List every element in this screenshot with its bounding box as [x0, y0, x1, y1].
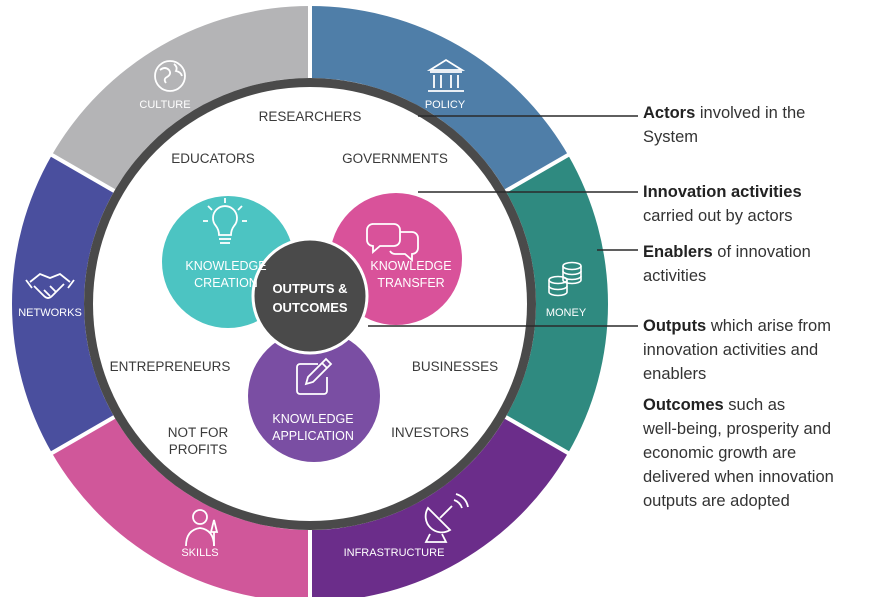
outputs-outcomes-circle: [251, 237, 369, 355]
enabler-label-money: MONEY: [546, 307, 587, 319]
actor-entrepreneurs: ENTREPRENEURS: [110, 359, 231, 374]
enabler-label-infrastructure: INFRASTRUCTURE: [344, 547, 445, 559]
speech-bubbles-icon: [366, 223, 419, 262]
legend-enablers: Enablers of innovation activities: [643, 240, 879, 288]
globe-icon: [154, 60, 186, 92]
lightbulb-icon: [203, 198, 247, 244]
ring-separator: [49, 152, 116, 193]
knowledge-application-label-line2: APPLICATION: [272, 429, 354, 443]
enabler-label-skills: SKILLS: [181, 547, 218, 559]
ring-separator: [49, 415, 116, 456]
legend-outcomes: Outcomes such as well-being, prosperity …: [643, 393, 879, 513]
legend-enablers-line2: activities: [643, 267, 707, 285]
legend-enablers-bold: Enablers: [643, 243, 713, 261]
legend-activities-bold: Innovation activities: [643, 183, 802, 201]
legend-outputs-line2: innovation activities and: [643, 341, 819, 359]
legend-outcomes-bold: Outcomes: [643, 396, 724, 414]
actor-researchers: RESEARCHERS: [259, 109, 362, 124]
actor-not-for-profits-line2: PROFITS: [169, 442, 228, 457]
government-building-icon: [426, 58, 466, 92]
legend-outputs: Outputs which arise from innovation acti…: [643, 314, 879, 386]
center-label-line1: OUTPUTS &: [272, 281, 347, 296]
ring-separator: [504, 415, 571, 456]
satellite-dish-icon: [424, 493, 469, 543]
knowledge-application-circle: [248, 330, 380, 462]
enabler-label-policy: POLICY: [425, 99, 466, 111]
legend-outputs-line1: which arise from: [706, 317, 831, 335]
legend-outcomes-line5: outputs are adopted: [643, 492, 790, 510]
legend-outputs-bold: Outputs: [643, 317, 707, 335]
enabler-label-networks: NETWORKS: [18, 307, 82, 319]
legend-outcomes-line3: economic growth are: [643, 444, 797, 462]
enabler-segment-money: [310, 6, 569, 191]
legend-outcomes-line2: well-being, prosperity and: [643, 420, 832, 438]
person-with-tie-icon: [185, 509, 219, 547]
knowledge-transfer-label-line1: KNOWLEDGE: [370, 259, 451, 273]
enabler-segment-skills: [310, 417, 569, 597]
legend-outputs-line3: enablers: [643, 365, 707, 383]
legend-actors-line2: System: [643, 128, 699, 146]
actor-businesses: BUSINESSES: [412, 359, 498, 374]
legend-outcomes-line4: delivered when innovation: [643, 468, 834, 486]
handshake-icon: [25, 272, 75, 299]
enabler-segment-networks: [51, 417, 310, 597]
legend-outcomes-line1: such as: [723, 396, 786, 414]
knowledge-transfer-label-line2: TRANSFER: [377, 276, 444, 290]
ring-separator: [504, 152, 571, 193]
enabler-label-culture: CULTURE: [139, 99, 190, 111]
coins-icon: [548, 261, 582, 297]
legend-activities: Innovation activities carried out by act…: [643, 180, 879, 228]
center-label-line2: OUTCOMES: [272, 300, 347, 315]
enabler-segment-policy: [51, 6, 310, 191]
actor-investors: INVESTORS: [391, 425, 469, 440]
knowledge-application-label-line1: KNOWLEDGE: [272, 412, 353, 426]
pencil-paper-icon: [296, 357, 333, 395]
knowledge-creation-label-line1: KNOWLEDGE: [185, 259, 266, 273]
enabler-segment-infrastructure: [505, 155, 608, 453]
actor-not-for-profits-line1: NOT FOR: [168, 425, 229, 440]
legend-actors-line1: involved in the: [695, 104, 806, 122]
legend-actors-bold: Actors: [643, 104, 696, 122]
legend-enablers-line1: of innovation: [712, 243, 811, 261]
legend-activities-line2: carried out by actors: [643, 207, 793, 225]
legend-actors: Actors involved in the System: [643, 101, 879, 149]
actor-governments: GOVERNMENTS: [342, 151, 448, 166]
enabler-segment-culture: [11, 155, 115, 453]
knowledge-creation-label-line2: CREATION: [194, 276, 258, 290]
actor-educators: EDUCATORS: [171, 151, 255, 166]
